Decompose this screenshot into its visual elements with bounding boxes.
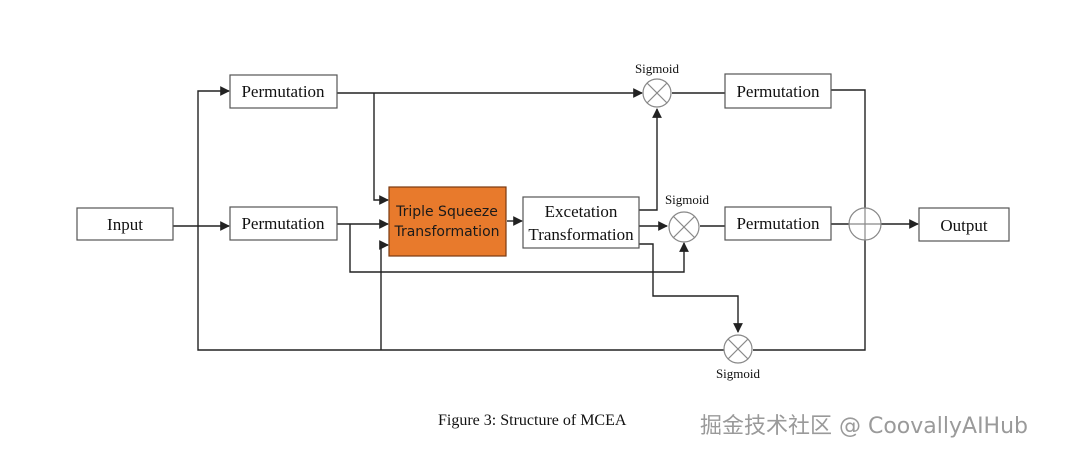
figure-caption: Figure 3: Structure of MCEA (438, 412, 627, 429)
watermark: 掘金技术社区 @ CoovallyAIHub (700, 414, 1029, 439)
sigmoid-multiply-mid (668, 211, 700, 243)
excitation-box: Excetation Transformation (522, 196, 640, 249)
sigmoid-multiply-top (642, 78, 672, 108)
sigmoid-multiply-bottom (723, 334, 753, 364)
wire-bottom-to-tst (379, 240, 389, 350)
wire-sigmoid-bottom-to-adder (753, 240, 866, 351)
excitation-label-line2: Transformation (528, 225, 634, 244)
sigmoid-mid-label: Sigmoid (665, 192, 710, 207)
permutation-top-label: Permutation (241, 82, 325, 101)
adder-node (848, 207, 882, 241)
wire-perm-mid-to-sigmoid (349, 224, 689, 273)
permutation-out-mid-label: Permutation (736, 214, 820, 233)
triple-squeeze-label-line2: Transformation (393, 224, 499, 240)
input-label: Input (107, 215, 143, 234)
permutation-top-box: Permutation (229, 74, 338, 109)
output-box: Output (918, 207, 1010, 242)
mcea-structure-diagram: Input Permutation Permutation Triple Squ… (76, 61, 1010, 381)
wire-exc-to-sigmoid-bottom (639, 243, 743, 333)
permutation-out-top-box: Permutation (724, 73, 832, 109)
wire-perm-out-top-to-adder (831, 89, 866, 208)
wire-perm-top-to-tst (373, 93, 389, 205)
permutation-out-top-label: Permutation (736, 82, 820, 101)
input-box: Input (76, 207, 174, 241)
triple-squeeze-box: Triple Squeeze Transformation (388, 186, 507, 257)
permutation-mid-box: Permutation (229, 206, 338, 241)
sigmoid-bottom-label: Sigmoid (716, 366, 761, 381)
triple-squeeze-label-line1: Triple Squeeze (395, 204, 498, 220)
permutation-mid-label: Permutation (241, 214, 325, 233)
sigmoid-top-label: Sigmoid (635, 61, 680, 76)
excitation-label-line1: Excetation (545, 202, 618, 221)
wire-input-branch-top (197, 86, 230, 226)
wire-input-branch-bottom (197, 226, 725, 351)
permutation-out-mid-box: Permutation (724, 206, 832, 241)
wire-exc-to-sigmoid-top (639, 108, 662, 211)
output-label: Output (940, 216, 988, 235)
